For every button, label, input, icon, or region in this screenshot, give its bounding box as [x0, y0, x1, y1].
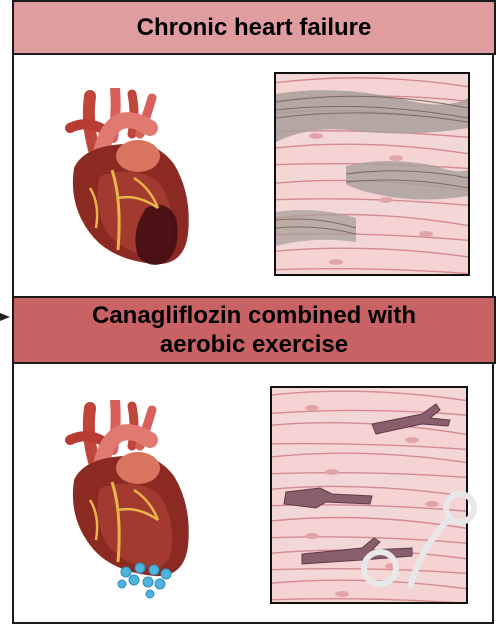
- bottom-panel-title-line2: aerobic exercise: [160, 330, 348, 359]
- fibrotic-tissue: [274, 72, 470, 276]
- bottom-panel-banner: Canagliflozin combined with aerobic exer…: [12, 296, 496, 364]
- watermark: [340, 468, 490, 598]
- top-panel-title: Chronic heart failure: [137, 14, 372, 42]
- arrow-icon: [0, 310, 12, 322]
- treated-heart-icon: [60, 400, 192, 600]
- top-panel-banner: Chronic heart failure: [12, 0, 496, 55]
- failing-heart-icon: [60, 88, 192, 268]
- bottom-panel-title-line1: Canagliflozin combined with: [92, 301, 416, 330]
